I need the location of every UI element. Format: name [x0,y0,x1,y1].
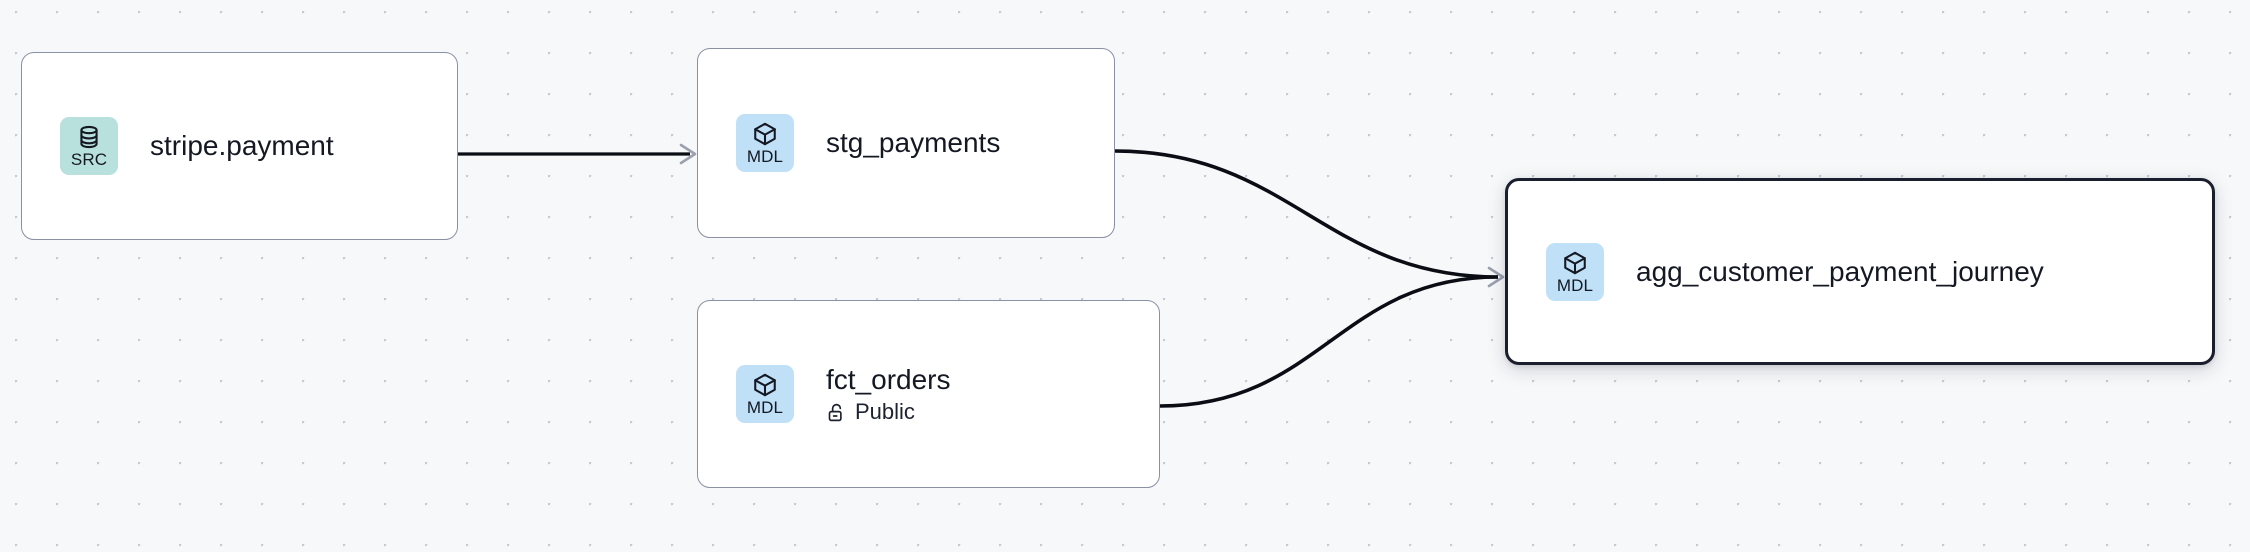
badge-label: MDL [1556,275,1594,295]
badge-label: SRC [70,150,108,169]
cube-icon [1562,250,1588,276]
edge-stripe-payment-to-stg-payments [458,143,697,165]
cube-icon [752,372,778,398]
node-stripe-payment[interactable]: SRC stripe.payment [21,52,458,240]
node-title: fct_orders [826,364,951,395]
unlock-icon [826,402,847,423]
node-title: agg_customer_payment_journey [1636,255,2044,287]
badge-label: MDL [746,398,784,417]
node-stg-payments[interactable]: MDL stg_payments [697,48,1115,238]
node-labels: stripe.payment [150,129,334,163]
node-labels: agg_customer_payment_journey [1636,255,2044,289]
badge-src: SRC [60,117,118,175]
node-visibility: Public [826,399,951,425]
node-labels: fct_orders Public [826,363,951,425]
cube-icon [752,121,778,147]
badge-label: MDL [746,147,784,166]
badge-mdl: MDL [1546,242,1604,301]
node-fct-orders[interactable]: MDL fct_orders Public [697,300,1160,488]
badge-mdl: MDL [736,114,794,172]
arrowhead-icon [1487,266,1505,288]
badge-mdl: MDL [736,365,794,423]
arrowhead-icon [679,143,697,165]
node-title: stripe.payment [150,130,334,161]
edge-stg-payments-to-agg-customer-payment-journey [1114,149,1505,288]
node-labels: stg_payments [826,126,1000,160]
node-visibility-label: Public [855,399,915,424]
database-icon [76,124,102,150]
edge-fct-orders-to-agg-customer-payment-journey [1159,275,1499,408]
node-title: stg_payments [826,127,1001,158]
node-agg-customer-payment-journey[interactable]: MDL agg_customer_payment_journey [1505,178,2215,365]
